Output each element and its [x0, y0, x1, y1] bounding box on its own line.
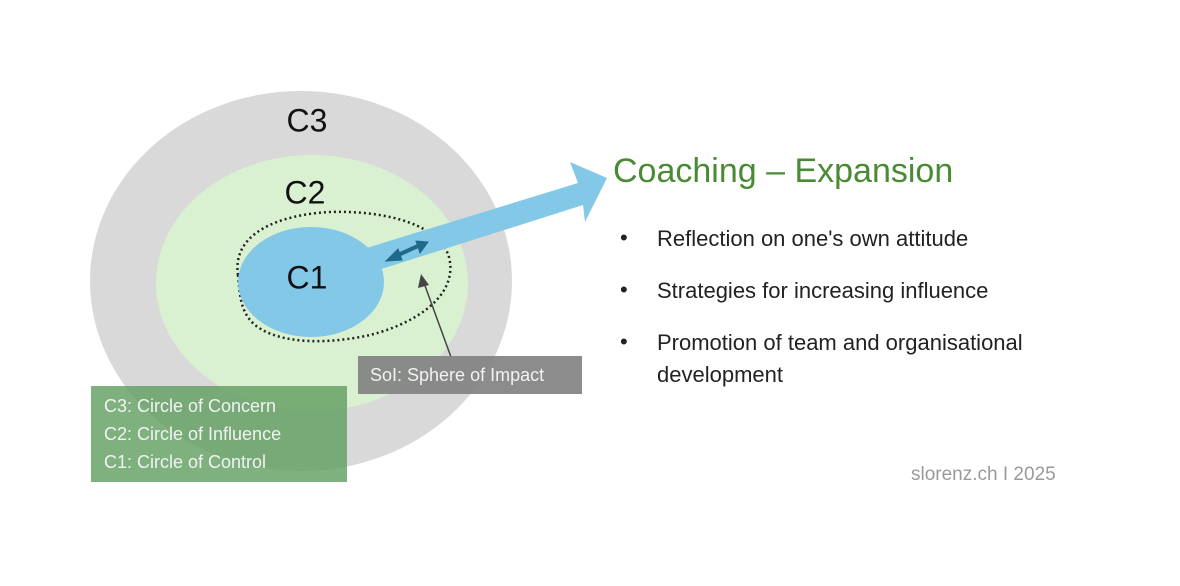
legend-item-c1: C1: Circle of Control — [104, 452, 267, 472]
label-c2: C2 — [284, 174, 326, 211]
bullet-item: Promotion of team and organisational dev… — [657, 330, 1023, 387]
legend: C3: Circle of Concern C2: Circle of Infl… — [104, 392, 281, 476]
footer-credit: slorenz.ch I 2025 — [911, 464, 1056, 485]
pointer-arrow — [418, 274, 452, 358]
label-c3: C3 — [286, 102, 328, 139]
legend-box — [91, 386, 347, 482]
circle-of-control — [238, 227, 384, 337]
double-arrow-icon — [384, 240, 429, 262]
bullet-icon: • — [620, 225, 628, 250]
label-c1: C1 — [286, 259, 328, 296]
sphere-of-impact-outline — [236, 210, 452, 343]
legend-item-c3: C3: Circle of Concern — [104, 396, 277, 416]
bullet-item: Reflection on one's own attitude — [657, 226, 969, 251]
legend-item-c2: C2: Circle of Influence — [104, 424, 282, 444]
sphere-of-impact-label: SoI: Sphere of Impact — [370, 365, 545, 385]
bullet-icon: • — [620, 277, 628, 302]
sphere-of-impact-box — [358, 356, 582, 394]
bullet-item: Strategies for increasing influence — [657, 278, 989, 303]
panel-title: Coaching – Expansion — [613, 152, 954, 190]
bullet-icon: • — [620, 329, 628, 354]
